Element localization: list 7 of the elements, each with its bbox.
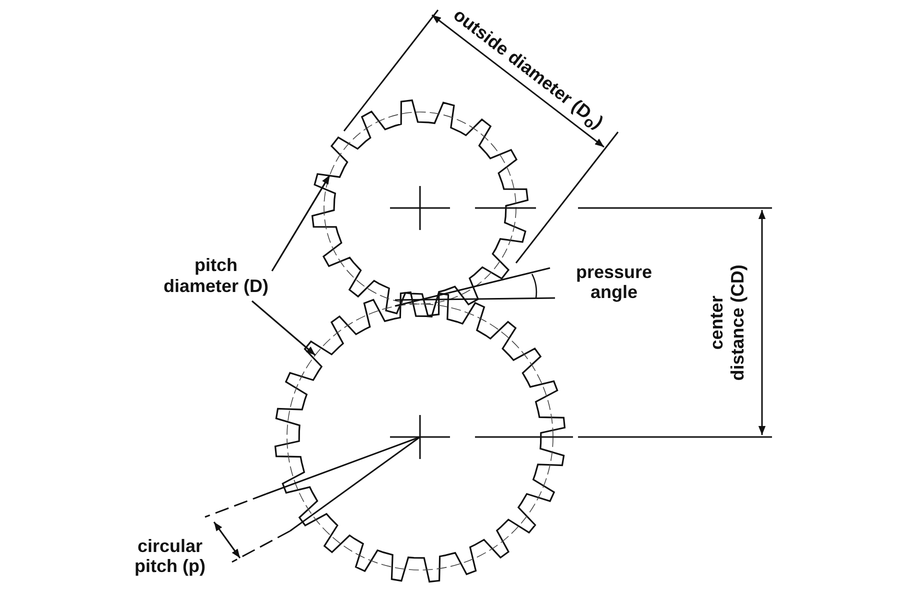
gear-drawing <box>274 291 573 583</box>
leader-arrow <box>271 174 330 272</box>
dimension-label: circular pitch (p) <box>134 536 206 577</box>
angle-label: pressure angle <box>574 262 654 303</box>
leader-arrow <box>251 300 316 356</box>
pitch-diameter-label: pitch diameter (D) <box>160 255 272 296</box>
dimension-label: center distance (CD) <box>706 263 748 382</box>
